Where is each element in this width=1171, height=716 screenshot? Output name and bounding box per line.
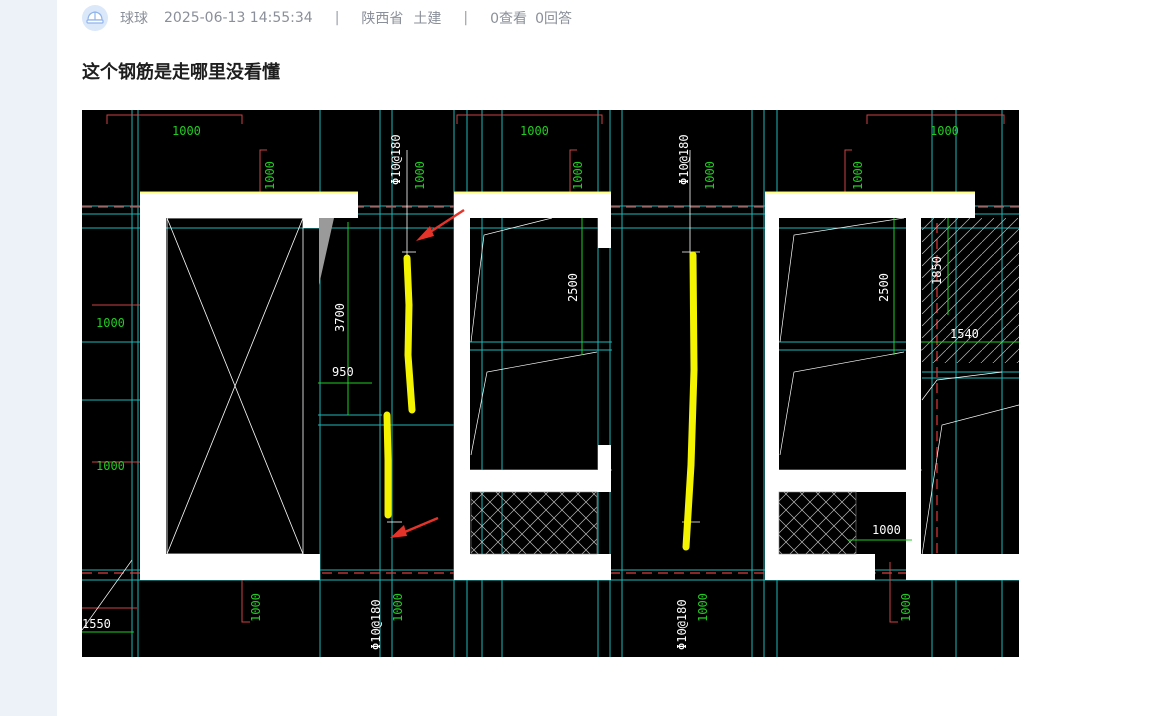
left-sidebar bbox=[0, 0, 57, 716]
red-arrow-icon bbox=[416, 208, 465, 241]
hard-hat-icon bbox=[86, 11, 104, 24]
dim-label: 1000 bbox=[96, 316, 125, 330]
avatar[interactable] bbox=[82, 5, 108, 31]
cad-drawing-image[interactable]: 1000 1000 1000 1000 1000 1000 1000 1000 … bbox=[82, 110, 1019, 657]
dim-label: 1000 bbox=[172, 124, 201, 138]
dim-label: 1000 bbox=[851, 161, 865, 190]
answer-count: 0回答 bbox=[535, 11, 572, 27]
dim-label: 1000 bbox=[96, 459, 125, 473]
dim-label: 1000 bbox=[696, 593, 710, 622]
dim-label: 1850 bbox=[930, 256, 944, 285]
meta-separator: | bbox=[463, 10, 469, 26]
dim-label: 1000 bbox=[391, 593, 405, 622]
dim-label: 1000 bbox=[413, 161, 427, 190]
post-datetime: 2025-06-13 14:55:34 bbox=[164, 10, 313, 26]
dim-label: 1000 bbox=[263, 161, 277, 190]
rebar-label: Φ10@180 bbox=[677, 134, 691, 185]
hatched-area bbox=[922, 218, 1019, 363]
post-title: 这个钢筋是走哪里没看懂 bbox=[82, 62, 280, 83]
view-count: 0查看 bbox=[490, 11, 528, 27]
highlighted-rebar bbox=[383, 251, 698, 551]
red-arrow-icon bbox=[390, 516, 439, 538]
dim-label: 950 bbox=[332, 365, 354, 379]
rebar-label: Φ10@180 bbox=[675, 599, 689, 650]
dim-label: 1000 bbox=[703, 161, 717, 190]
hatched-area bbox=[778, 491, 857, 555]
rebar-leaders bbox=[387, 150, 700, 523]
dim-label: 1000 bbox=[930, 124, 959, 138]
dim-label: 1000 bbox=[899, 593, 913, 622]
dim-label: 1000 bbox=[249, 593, 263, 622]
author-name[interactable]: 球球 bbox=[120, 11, 148, 27]
post-category[interactable]: 土建 bbox=[413, 11, 442, 27]
dim-label: 1540 bbox=[950, 327, 979, 341]
rebar-label: Φ10@180 bbox=[389, 134, 403, 185]
dim-label: 2500 bbox=[566, 273, 580, 302]
shaft-cross bbox=[166, 217, 304, 555]
dim-label: 1000 bbox=[571, 161, 585, 190]
hatched-area bbox=[470, 491, 598, 555]
post-meta: 球球 2025-06-13 14:55:34 | 陕西省 土建 | 0查看 0回… bbox=[82, 4, 572, 32]
walls bbox=[140, 192, 1019, 580]
grey-fill bbox=[319, 218, 334, 285]
dim-label: 1550 bbox=[82, 617, 111, 631]
dim-label: 2500 bbox=[877, 273, 891, 302]
dimension-lines bbox=[82, 218, 1019, 633]
meta-separator: | bbox=[334, 10, 340, 26]
dim-label: 3700 bbox=[333, 303, 347, 332]
rebar-label: Φ10@180 bbox=[369, 599, 383, 650]
dim-label: 1000 bbox=[872, 523, 901, 537]
dim-label: 1000 bbox=[520, 124, 549, 138]
room-lines bbox=[82, 217, 1019, 631]
post-province: 陕西省 bbox=[361, 11, 404, 27]
